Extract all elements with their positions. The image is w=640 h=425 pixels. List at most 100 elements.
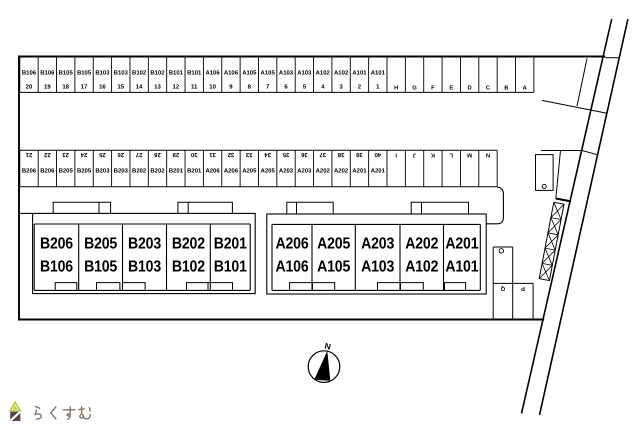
unit-lower-label: B102	[172, 258, 205, 275]
space-number: 5	[303, 83, 307, 90]
space-letter: K	[430, 151, 435, 157]
space-unit-label: A205	[261, 167, 276, 174]
space-number: 11	[191, 83, 198, 90]
space-number: 37	[319, 151, 326, 158]
space-unit-label: B106	[22, 70, 37, 77]
space-unit-label: A105	[261, 70, 276, 77]
logo-char-stroke	[34, 405, 41, 410]
unit-lower-label: A102	[405, 258, 438, 275]
unit-lower-label: B103	[128, 258, 161, 275]
parking-space-10: A106 10	[205, 70, 220, 91]
unit-lower-label: B101	[214, 258, 247, 275]
building-outline	[266, 213, 487, 295]
space-unit-label: B202	[132, 167, 147, 174]
space-number: 32	[227, 151, 234, 158]
parking-space-I: I	[395, 151, 397, 157]
logo-char-stroke	[79, 406, 85, 419]
space-letter: E	[449, 86, 453, 92]
space-unit-label: A105	[242, 70, 257, 77]
unit-upper-label: A206	[276, 235, 309, 252]
space-unit-label: A106	[205, 70, 220, 77]
parking-space-20: B106 20	[22, 70, 37, 91]
curb-line	[555, 197, 572, 203]
north-label: N	[324, 341, 332, 352]
space-number: 1	[376, 83, 380, 90]
space-letter: N	[486, 151, 490, 157]
parking-space-D: D	[468, 86, 472, 92]
building-outline	[32, 212, 256, 295]
unit-upper-label: A203	[361, 235, 394, 252]
circle-marker	[498, 248, 504, 254]
driveway-entrance-line	[581, 150, 598, 156]
driveway-edge	[486, 186, 504, 225]
space-number: 17	[81, 83, 88, 90]
space-letter: J	[413, 151, 416, 157]
space-number: 29	[172, 151, 179, 158]
hatch-cell-divider	[550, 217, 562, 220]
space-number: 30	[190, 151, 197, 158]
space-number: 23	[62, 151, 69, 158]
space-unit-label: A202	[316, 167, 331, 174]
road-side-space	[535, 154, 554, 191]
space-number: 26	[117, 151, 124, 158]
unit-lower-label: B105	[84, 258, 117, 275]
space-number: 33	[245, 151, 252, 158]
space-letter: F	[431, 86, 435, 92]
space-unit-label: B206	[22, 167, 37, 174]
space-unit-label: A206	[205, 167, 220, 174]
space-unit-label: B105	[77, 70, 92, 77]
space-letter: P	[521, 285, 525, 291]
space-number: 10	[209, 83, 216, 90]
unit-lower-label: A106	[276, 258, 309, 275]
space-letter: Q	[500, 285, 505, 292]
entrance-tab	[122, 282, 146, 291]
space-unit-label: A202	[334, 167, 349, 174]
space-unit-label: B201	[169, 167, 184, 174]
space-number: 20	[26, 83, 33, 90]
parking-space-H: H	[394, 86, 398, 92]
space-number: 19	[44, 83, 51, 90]
unit-lower-label: A103	[361, 258, 394, 275]
space-number: 27	[135, 151, 142, 158]
space-number: 28	[154, 151, 161, 158]
unit-upper-label: A205	[317, 235, 350, 252]
unit-lower-label: B106	[40, 258, 73, 275]
space-number: 6	[284, 83, 288, 90]
unit-upper-label: B206	[40, 235, 73, 252]
space-letter: A	[523, 86, 528, 92]
space-unit-label: B205	[59, 167, 74, 174]
space-number: 22	[43, 151, 50, 158]
compass-needle	[314, 350, 331, 381]
space-number: 40	[374, 151, 381, 158]
space-unit-label: B201	[187, 167, 202, 174]
hatch-cell-divider	[542, 263, 553, 266]
space-number: 38	[337, 151, 344, 158]
space-unit-label: A206	[224, 167, 239, 174]
entrance-tab	[289, 282, 313, 291]
logo-char-stroke	[34, 409, 42, 420]
parking-space-L: L	[449, 151, 453, 157]
hatch-diagonal	[544, 247, 553, 266]
logo-house-roof-inner	[11, 403, 19, 411]
